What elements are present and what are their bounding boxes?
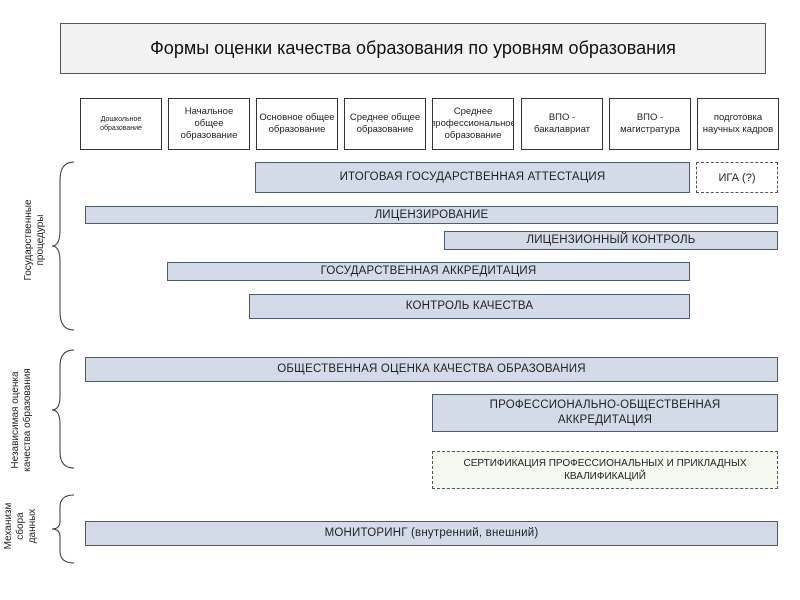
level-secondary: Среднее общее образование [344,98,426,150]
bar-iga: ИГА (?) [696,162,778,193]
level-preschool: Дошкольное образование [80,98,162,150]
group-label-state: Государственные процедуры [23,199,46,281]
level-basic: Основное общее образование [256,98,338,150]
group-label-independent: Независимая оценка качества образования [10,368,33,472]
bar-accreditation: ГОСУДАРСТВЕННАЯ АККРЕДИТАЦИЯ [167,262,690,281]
bar-certification: СЕРТИФИКАЦИЯ ПРОФЕССИОНАЛЬНЫХ И ПРИКЛАДН… [432,451,778,489]
bar-license-control: ЛИЦЕНЗИОННЫЙ КОНТРОЛЬ [444,231,778,250]
page-title: Формы оценки качества образования по уро… [60,23,766,74]
brace-independent [51,349,75,469]
brace-data [51,494,75,564]
group-label-data: Механизм сбора данных [3,502,38,550]
brace-state [51,161,75,331]
bar-monitoring: МОНИТОРИНГ (внутренний, внешний) [85,521,778,546]
level-vocational: Среднее профессиональное образование [432,98,514,150]
bar-final-attestation: ИТОГОВАЯ ГОСУДАРСТВЕННАЯ АТТЕСТАЦИЯ [255,162,690,193]
bar-prof-accreditation: ПРОФЕССИОНАЛЬНО-ОБЩЕСТВЕННАЯ АККРЕДИТАЦИ… [432,394,778,432]
bar-quality-control: КОНТРОЛЬ КАЧЕСТВА [249,294,690,319]
level-research: подготовка научных кадров [697,98,779,150]
bar-licensing: ЛИЦЕНЗИРОВАНИЕ [85,206,778,224]
level-bachelor: ВПО - бакалавриат [521,98,603,150]
level-primary: Начальное общее образование [168,98,250,150]
bar-public-assessment: ОБЩЕСТВЕННАЯ ОЦЕНКА КАЧЕСТВА ОБРАЗОВАНИЯ [85,357,778,382]
level-master: ВПО - магистратура [609,98,691,150]
